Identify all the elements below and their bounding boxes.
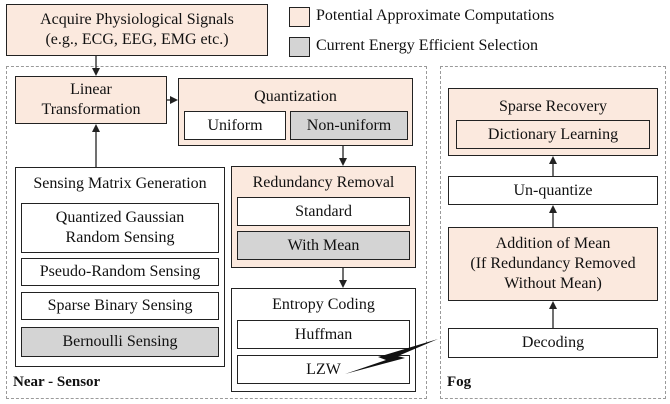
unquantize-label: Un-quantize <box>513 181 593 199</box>
legend-potential-label: Potential Approximate Computations <box>316 7 555 24</box>
standard-box: Standard <box>237 197 410 226</box>
sensing-title: Sensing Matrix Generation <box>33 175 207 192</box>
with-mean-box: With Mean <box>237 231 410 260</box>
huffman-label: Huffman <box>294 325 353 343</box>
decoding-box: Decoding <box>448 328 658 358</box>
linear-line1: Linear <box>70 81 112 98</box>
pseudo-random-box: Pseudo-Random Sensing <box>21 258 219 286</box>
bernoulli-label: Bernoulli Sensing <box>62 333 178 350</box>
sparse-label: Sparse Binary Sensing <box>47 297 193 314</box>
sparse-binary-box: Sparse Binary Sensing <box>21 292 219 320</box>
unquantize-box: Un-quantize <box>448 176 658 205</box>
uniform-label: Uniform <box>207 116 263 134</box>
acquire-line1: Acquire Physiological Signals <box>40 11 234 28</box>
linear-transformation-box: Linear Transformation <box>15 76 167 124</box>
acquire-line2: (e.g., ECG, EEG, EMG etc.) <box>45 31 229 48</box>
entropy-title: Entropy Coding <box>272 296 375 313</box>
add-line3: Without Mean) <box>504 275 602 292</box>
near-sensor-region <box>6 66 427 399</box>
quantized-gaussian-box: Quantized Gaussian Random Sensing <box>21 203 219 253</box>
bernoulli-box: Bernoulli Sensing <box>21 327 219 357</box>
lzw-box: LZW <box>237 355 410 384</box>
quantization-title: Quantization <box>254 88 337 105</box>
legend-current-swatch <box>289 37 310 57</box>
huffman-box: Huffman <box>237 320 410 349</box>
lzw-label: LZW <box>306 360 341 378</box>
fog-label: Fog <box>447 374 472 390</box>
sparse-recovery-title: Sparse Recovery <box>499 98 607 115</box>
quantization-nonuniform: Non-uniform <box>290 111 408 140</box>
decoding-label: Decoding <box>521 334 585 351</box>
standard-label: Standard <box>295 202 352 220</box>
add-line2: (If Redundancy Removed <box>470 255 636 272</box>
addition-of-mean-box: Addition of Mean (If Redundancy Removed … <box>448 227 658 301</box>
near-sensor-label: Near - Sensor <box>13 374 101 390</box>
dictionary-learning-box: Dictionary Learning <box>456 120 650 149</box>
add-line1: Addition of Mean <box>495 235 611 252</box>
qg-line2: Random Sensing <box>65 229 175 246</box>
legend-potential-swatch <box>289 7 310 27</box>
quantization-uniform: Uniform <box>184 111 286 140</box>
linear-line2: Transformation <box>41 101 141 118</box>
withmean-label: With Mean <box>287 236 360 254</box>
wireless-link-icon <box>345 339 438 374</box>
legend-current-label: Current Energy Efficient Selection <box>316 37 539 54</box>
nonuniform-label: Non-uniform <box>306 116 392 134</box>
dictionary-label: Dictionary Learning <box>487 125 619 143</box>
fog-region <box>440 66 666 399</box>
pseudo-label: Pseudo-Random Sensing <box>39 263 201 280</box>
redundancy-title: Redundancy Removal <box>252 174 395 191</box>
acquire-signals-box: Acquire Physiological Signals (e.g., ECG… <box>6 4 268 56</box>
qg-line1: Quantized Gaussian <box>55 209 185 226</box>
